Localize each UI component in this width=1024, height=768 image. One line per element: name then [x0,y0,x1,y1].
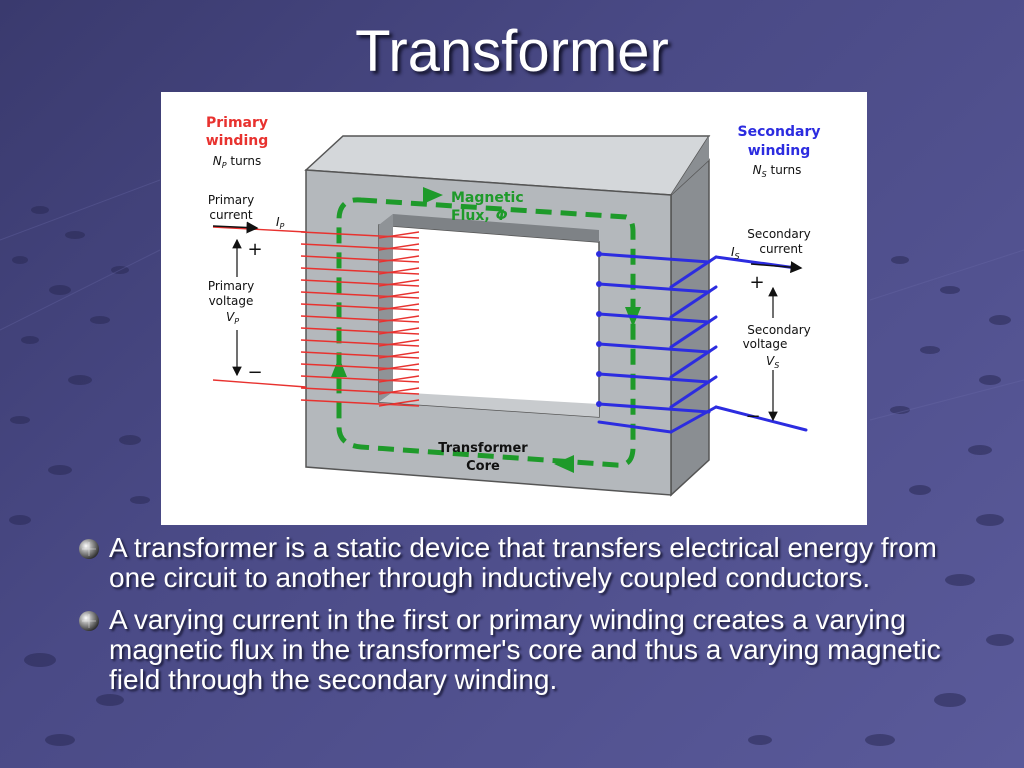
secondary-voltage-symbol: VS [766,354,779,370]
primary-current-label-2: current [209,208,253,222]
bullet-item: A transformer is a static device that tr… [78,533,978,593]
slide-title: Transformer [355,19,669,84]
primary-current-symbol: IP [276,215,285,231]
core-side-face [670,158,710,497]
secondary-current-arrow [750,261,803,274]
primary-voltage-symbol: VP [226,310,239,326]
secondary-current-label-2: current [759,242,803,256]
secondary-minus-sign: − [745,406,760,427]
bullet-text: A transformer is a static device that tr… [109,532,937,593]
primary-plus-sign: + [247,239,262,260]
primary-winding-label-1: Primary [206,115,268,131]
secondary-winding-label-2: winding [748,143,811,159]
primary-turns-label: NP turns [213,154,262,170]
primary-current-arrow [212,221,259,234]
bullet-text: A varying current in the first or primar… [109,604,941,695]
primary-current-label-1: Primary [208,193,254,207]
primary-minus-sign: − [247,362,262,383]
bullet-list: A transformer is a static device that tr… [78,533,978,707]
primary-winding-coil [212,226,420,407]
bullet-item: A varying current in the first or primar… [78,605,978,695]
secondary-voltage-label-1: Secondary [747,323,811,337]
primary-voltage-label-1: Primary [208,279,254,293]
secondary-winding-coil [597,252,808,434]
secondary-turns-label: NS turns [753,163,802,179]
core-label-1: Transformer [438,441,528,456]
flux-label-2: Flux,Φ [451,208,508,224]
primary-voltage-label-2: voltage [209,294,254,308]
secondary-plus-sign: + [749,272,764,293]
sphere-bullet-icon [79,611,99,631]
secondary-winding-label-1: Secondary [738,124,821,140]
transformer-diagram: Primary winding NP turns Primary current… [161,92,867,525]
secondary-voltage-label-2: voltage [743,337,788,351]
flux-label-1: Magnetic [451,190,524,206]
secondary-current-symbol: IS [731,245,740,261]
primary-winding-label-2: winding [206,133,269,149]
transformer-diagram-svg: Primary winding NP turns Primary current… [206,115,821,497]
sphere-bullet-icon [79,539,99,559]
secondary-current-label-1: Secondary [747,227,811,241]
core-label-2: Core [466,459,500,474]
magnetic-flux-path [336,197,636,468]
